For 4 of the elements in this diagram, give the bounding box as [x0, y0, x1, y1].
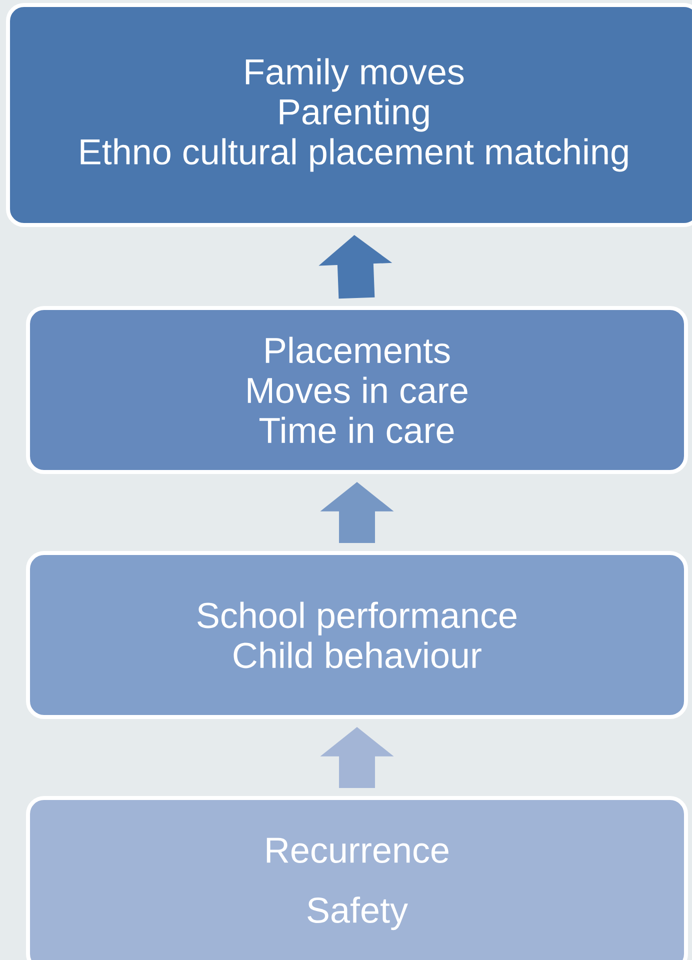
level-box: Placements Moves in care Time in care — [26, 306, 688, 474]
level-box: School performance Child behaviour — [26, 551, 688, 719]
level-box: Family moves Parenting Ethno cultural placement matching — [6, 3, 692, 227]
level-box: Recurrence Safety — [26, 796, 688, 960]
